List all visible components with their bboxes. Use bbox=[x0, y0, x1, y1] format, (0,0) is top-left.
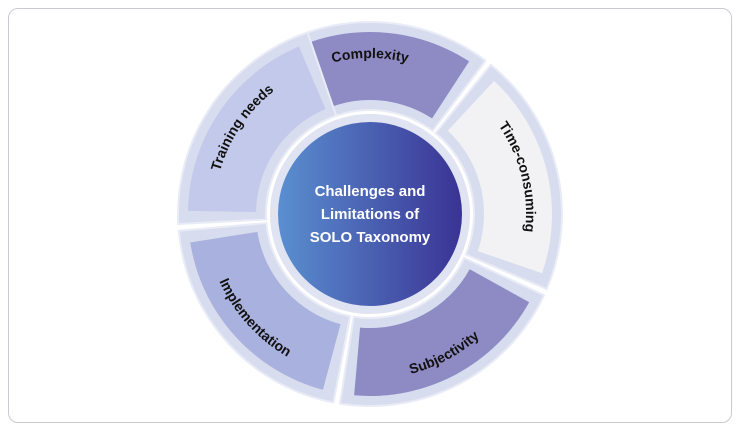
center-title-line-2: Limitations of bbox=[321, 206, 420, 223]
segment-subjectivity-fill bbox=[354, 269, 530, 396]
segment-implementation: Implementation bbox=[177, 221, 352, 404]
segment-subjectivity: Subjectivity bbox=[338, 256, 546, 407]
center-title-line-1: Challenges and bbox=[315, 183, 426, 200]
segment-training-needs-fill bbox=[188, 46, 326, 213]
center-circle bbox=[278, 122, 462, 306]
segment-training-needs: Training needs bbox=[177, 31, 338, 226]
segment-implementation-fill bbox=[190, 231, 341, 390]
segment-time-consuming: Time-consuming bbox=[434, 63, 563, 291]
segment-time-consuming-fill bbox=[447, 80, 552, 274]
center-title-line-3: SOLO Taxonomy bbox=[310, 229, 431, 246]
